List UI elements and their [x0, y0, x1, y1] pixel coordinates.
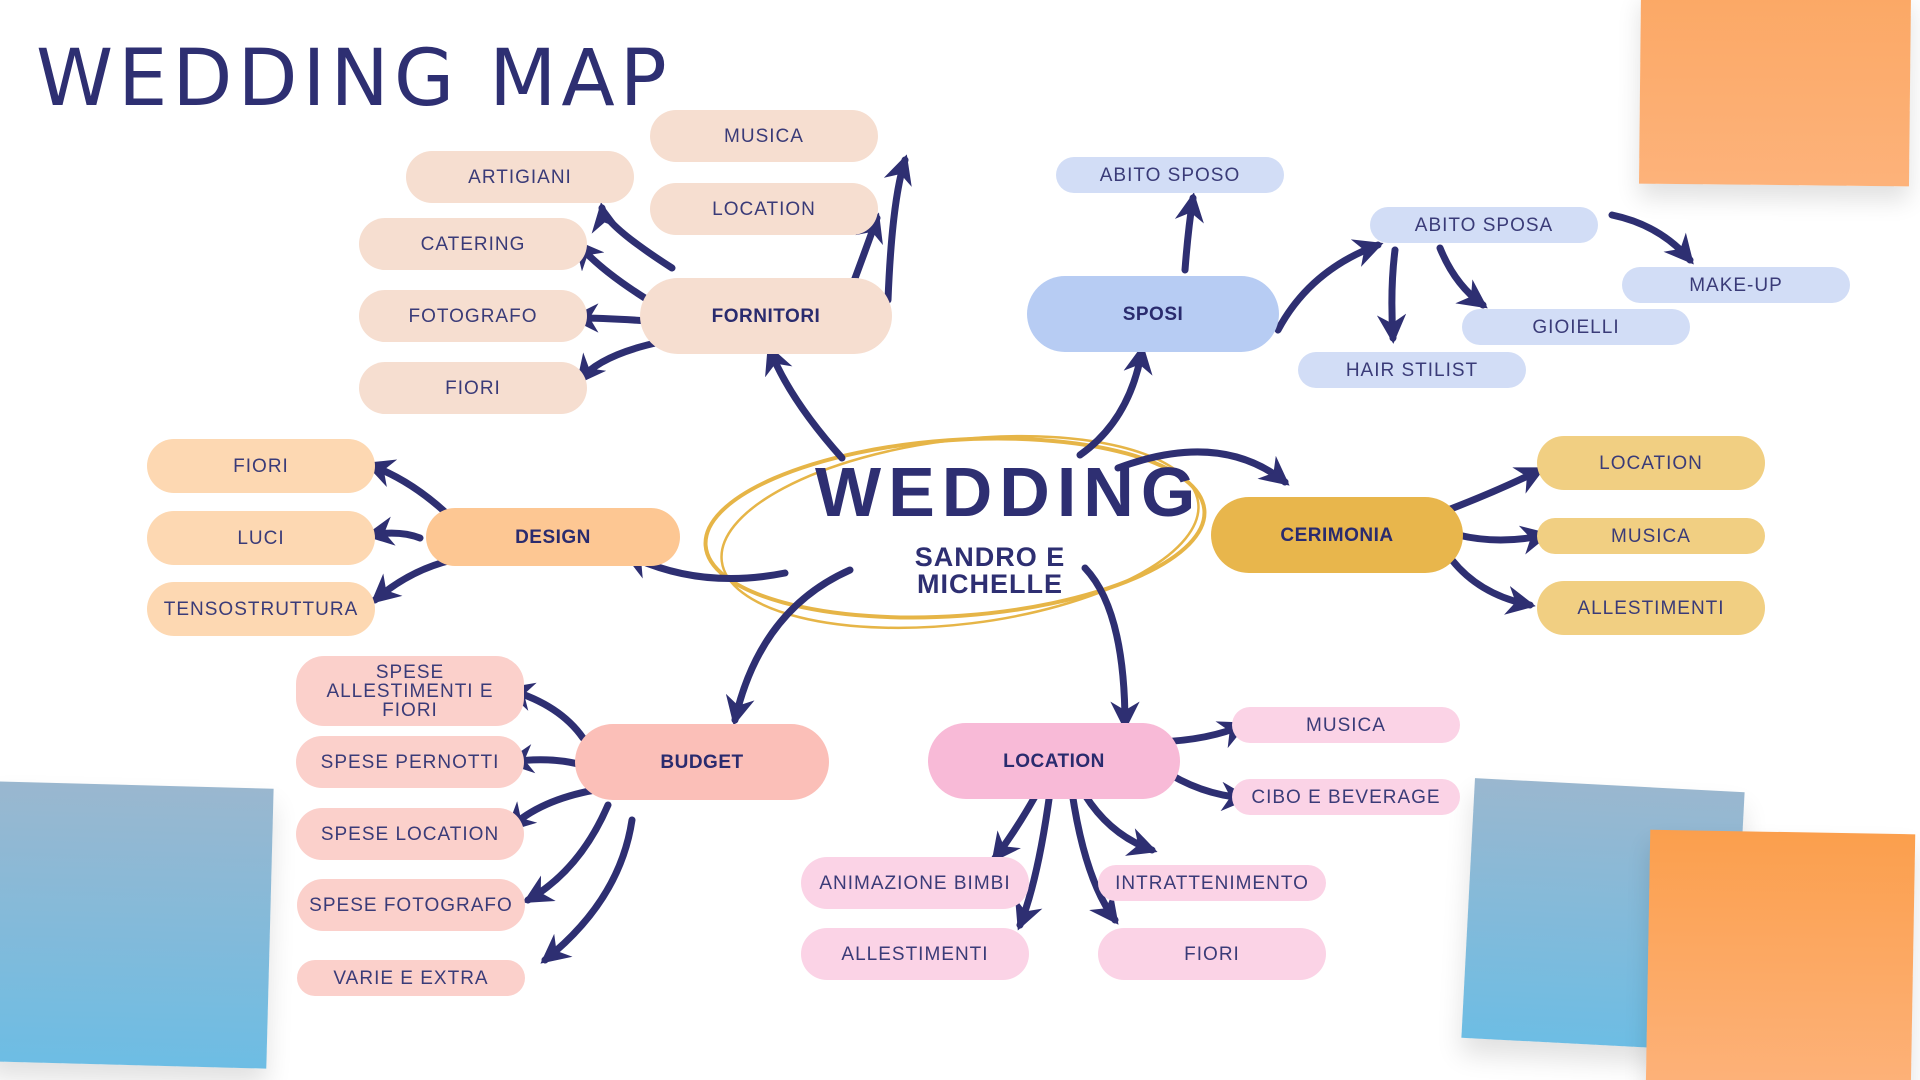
node-location-animazione-bimbi[interactable]: ANIMAZIONE BIMBI	[801, 857, 1029, 909]
page-title: WEDDING MAP	[36, 34, 672, 124]
center-title: WEDDING	[815, 453, 1203, 531]
hub-design[interactable]: DESIGN	[426, 508, 680, 566]
hub-location[interactable]: LOCATION	[928, 723, 1180, 799]
node-budget-spese-allestimenti[interactable]: SPESE ALLESTIMENTI E FIORI	[296, 656, 524, 726]
node-sposi-make-up[interactable]: MAKE-UP	[1622, 267, 1850, 303]
node-budget-spese-location[interactable]: SPESE LOCATION	[296, 808, 524, 860]
center-subtitle: SANDRO E MICHELLE	[914, 542, 1066, 599]
node-sposi-hair-stilist[interactable]: HAIR STILIST	[1298, 352, 1526, 388]
node-fornitori-fotografo[interactable]: FOTOGRAFO	[359, 290, 587, 342]
node-design-tensostruttura[interactable]: TENSOSTRUTTURA	[147, 582, 375, 636]
node-fornitori-artigiani[interactable]: ARTIGIANI	[406, 151, 634, 203]
node-location-cibo-beverage[interactable]: CIBO E BEVERAGE	[1232, 779, 1460, 815]
hub-fornitori[interactable]: FORNITORI	[640, 278, 892, 354]
node-location-intrattenimento[interactable]: INTRATTENIMENTO	[1098, 865, 1326, 901]
hub-sposi[interactable]: SPOSI	[1027, 276, 1279, 352]
node-sposi-gioielli[interactable]: GIOIELLI	[1462, 309, 1690, 345]
node-cerimonia-musica[interactable]: MUSICA	[1537, 518, 1765, 554]
hub-budget[interactable]: BUDGET	[575, 724, 829, 800]
node-cerimonia-allestimenti[interactable]: ALLESTIMENTI	[1537, 581, 1765, 635]
node-budget-spese-fotografo[interactable]: SPESE FOTOGRAFO	[297, 879, 525, 931]
node-design-luci[interactable]: LUCI	[147, 511, 375, 565]
node-fornitori-musica[interactable]: MUSICA	[650, 110, 878, 162]
node-budget-varie-extra[interactable]: VARIE E EXTRA	[297, 960, 525, 996]
node-location-musica[interactable]: MUSICA	[1232, 707, 1460, 743]
node-cerimonia-location[interactable]: LOCATION	[1537, 436, 1765, 490]
node-budget-spese-pernotti[interactable]: SPESE PERNOTTI	[296, 736, 524, 788]
node-location-fiori[interactable]: FIORI	[1098, 928, 1326, 980]
hub-cerimonia[interactable]: CERIMONIA	[1211, 497, 1463, 573]
node-fornitori-catering[interactable]: CATERING	[359, 218, 587, 270]
node-fornitori-location[interactable]: LOCATION	[650, 183, 878, 235]
node-fornitori-fiori[interactable]: FIORI	[359, 362, 587, 414]
node-sposi-abito-sposo[interactable]: ABITO SPOSO	[1056, 157, 1284, 193]
node-sposi-abito-sposa[interactable]: ABITO SPOSA	[1370, 207, 1598, 243]
node-location-allestimenti[interactable]: ALLESTIMENTI	[801, 928, 1029, 980]
node-design-fiori[interactable]: FIORI	[147, 439, 375, 493]
